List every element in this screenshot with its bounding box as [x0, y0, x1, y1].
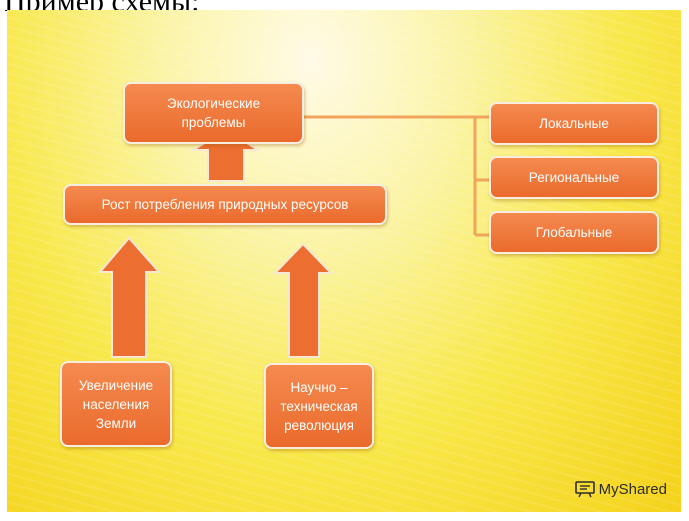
population-growth-box: Увеличение населения Земли — [60, 361, 172, 447]
arrow-up-left — [97, 236, 162, 358]
myshared-logo: MyShared — [574, 481, 667, 498]
ecological-problems-box: Экологические проблемы — [123, 82, 304, 144]
level-connectors — [303, 115, 489, 237]
resource-consumption-box: Рост потребления природных ресурсов — [63, 184, 387, 225]
level-regional-box: Региональные — [489, 156, 659, 199]
level-global-box: Глобальные — [489, 211, 659, 254]
level-local-box: Локальные — [489, 102, 659, 145]
scientific-revolution-box: Научно – техническая революция — [264, 363, 374, 449]
watermark-text: MyShared — [598, 481, 667, 498]
arrow-up-right — [272, 242, 334, 358]
diagram-slide: Экологические проблемы Рост потребления … — [7, 10, 681, 512]
presentation-icon — [574, 481, 595, 498]
